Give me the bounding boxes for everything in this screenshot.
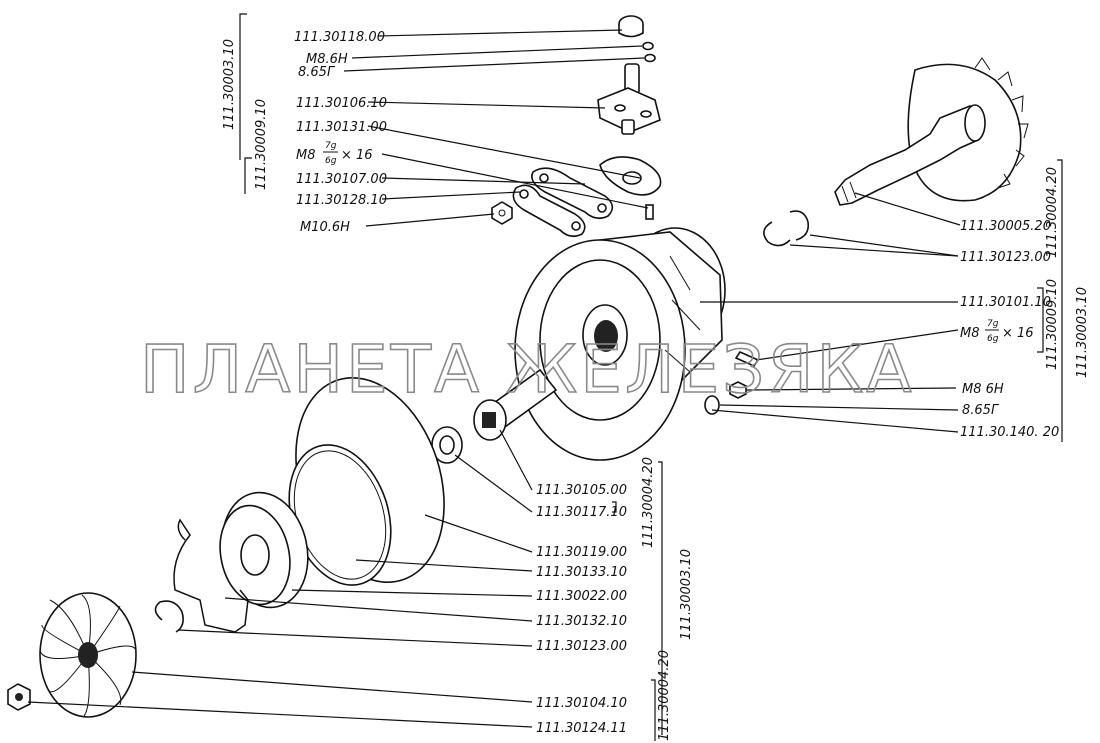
assembly-brackets — [239, 13, 1063, 741]
assembly-mid-b: 111.30003.10 — [679, 549, 694, 640]
label-111-30005-20: 111.30005.20 — [960, 219, 1051, 234]
label-111-30128-10: 111.30128.10 — [296, 193, 387, 208]
label-111-30133-10: 111.30133.10 — [536, 565, 627, 580]
svg-text:6g: 6g — [325, 156, 337, 166]
washer-865-right-part — [704, 395, 720, 415]
svg-text:× 16: × 16 — [1002, 326, 1034, 341]
nut-m8-top-part — [642, 41, 654, 51]
watermark-text: ПЛАНЕТА ЖЕЛЕЗЯКА — [140, 331, 914, 408]
label-8-65g-right: 8.65Г — [962, 403, 1000, 418]
bolt-top-part — [645, 204, 654, 220]
washer-865-top-part — [644, 53, 656, 63]
svg-text:7g: 7g — [325, 141, 337, 151]
label-m10-6h: М10.6Н — [300, 220, 350, 235]
label-111-30123-00-right: 111.30123.00 — [960, 250, 1051, 265]
label-111-30104-10: 111.30104.10 — [536, 696, 627, 711]
label-111-30107-00: 111.30107.00 — [296, 172, 387, 187]
turbine-shaft-part — [834, 57, 1029, 206]
ring-bottom-part — [154, 600, 184, 633]
label-m8-6h-right: М8 6Н — [962, 382, 1004, 397]
label-8-65g-top: 8.65Г — [298, 65, 336, 80]
bearing-housing-part — [514, 227, 726, 461]
label-111-30022-00: 111.30022.00 — [536, 589, 627, 604]
spring-clip-part — [173, 518, 249, 633]
label-111-30124-11: 111.30124.11 — [536, 721, 627, 736]
leader-lines — [27, 29, 961, 728]
label-111-30105-00: 111.30105.00 — [536, 483, 627, 498]
nut-bottom-part — [7, 683, 31, 711]
label-111-30123-00-bottom: 111.30123.00 — [536, 639, 627, 654]
label-111-30101-10: 111.30101.10 — [960, 295, 1051, 310]
label-111-30131-00: 111.30131.00 — [296, 120, 387, 135]
plate-part — [531, 167, 614, 220]
label-111-30117-10: 111.30117.10 — [536, 505, 627, 520]
assembly-bottom: 111.30004.20 — [657, 650, 672, 741]
assembly-right-a: 111.30004.20 — [1045, 167, 1060, 258]
ring-right-a-part — [763, 221, 791, 247]
disk-part — [219, 491, 309, 609]
compressor-wheel-part — [39, 592, 137, 718]
lock-plate-part — [512, 184, 586, 238]
assembly-labels: 111.30003.10 111.30009.10 111.30004.20 1… — [222, 39, 1090, 741]
svg-text:7g: 7g — [987, 319, 999, 329]
nut-m10-part — [491, 201, 513, 225]
label-111-30-140-20: 111.30.140. 20 — [960, 425, 1059, 440]
ring-right-b-part — [789, 210, 810, 241]
svg-text:М8: М8 — [296, 148, 316, 163]
cap-part — [618, 15, 644, 38]
svg-text:М8: М8 — [960, 326, 980, 341]
label-111-30119-00: 111.30119.00 — [536, 545, 627, 560]
label-bolt-right: М8 7g 6g × 16 — [960, 319, 1034, 344]
part-labels: 111.30118.00 М8.6Н 8.65Г 111.30106.10 11… — [294, 30, 1059, 736]
assembly-top-outer: 111.30003.10 — [222, 39, 237, 130]
label-111-30106-10: 111.30106.10 — [296, 96, 387, 111]
assembly-top-inner: 111.30009.10 — [254, 99, 269, 190]
bolt-right-part — [734, 350, 760, 368]
svg-text:× 16: × 16 — [341, 148, 373, 163]
label-m8-6h-top: М8.6Н — [306, 52, 348, 67]
assembly-right-b: 111.30009.10 — [1045, 279, 1060, 370]
fitting-part — [597, 63, 661, 135]
assembly-mid-a: 111.30004.20 — [641, 457, 656, 548]
assembly-right-c: 111.30003.10 — [1075, 287, 1090, 378]
label-bolt-top: М8 7g 6g × 16 — [296, 141, 373, 166]
shaft-sleeve-part — [473, 368, 558, 441]
label-111-30132-10: 111.30132.10 — [536, 614, 627, 629]
label-111-30118-00: 111.30118.00 — [294, 30, 385, 45]
svg-text:6g: 6g — [987, 334, 999, 344]
nut-m8-right-part — [729, 381, 747, 399]
